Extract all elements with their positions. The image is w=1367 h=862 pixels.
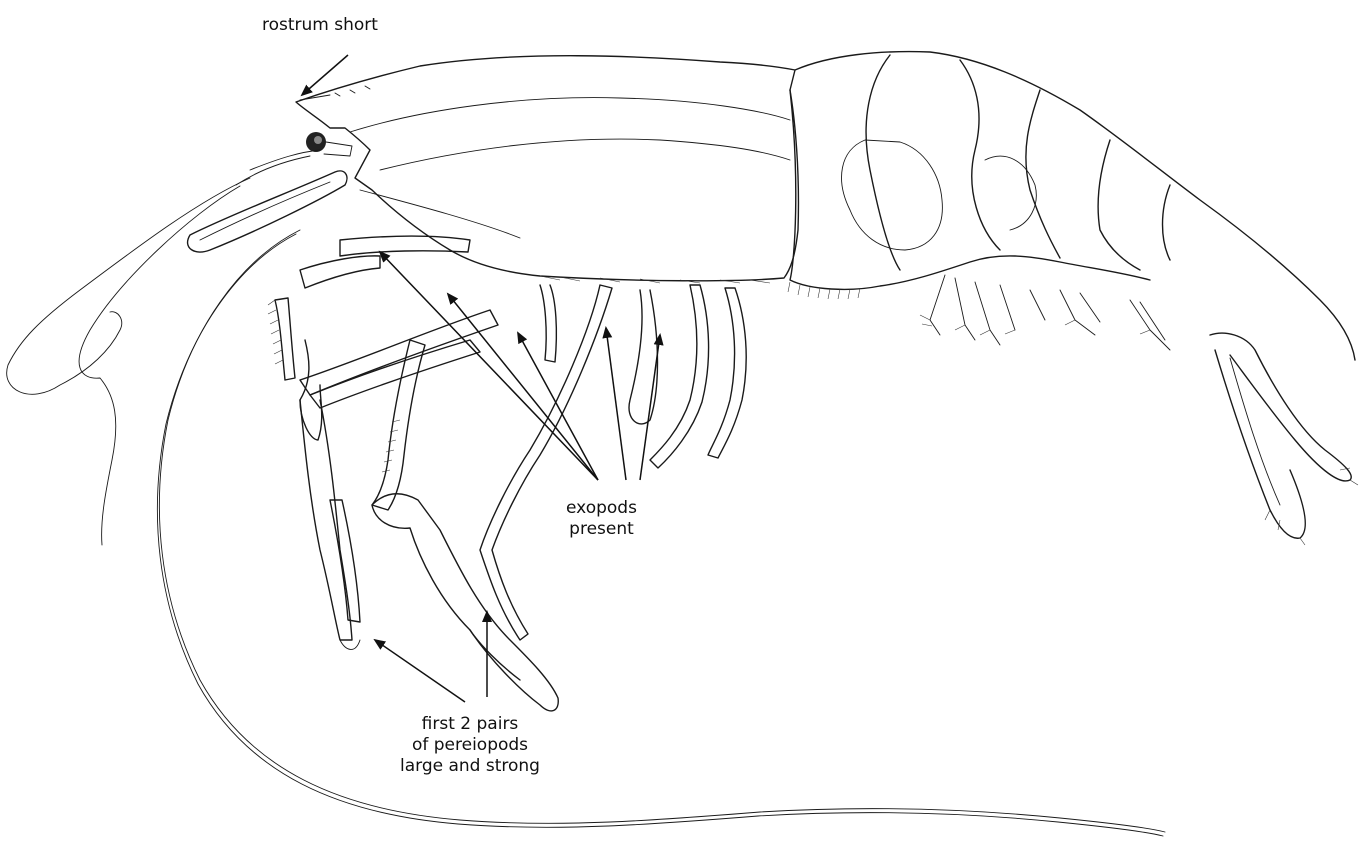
pereiopods-label-line3: large and strong [400,756,540,777]
carapace [296,56,798,283]
second-pereiopod [300,310,558,711]
antennal-scale [188,150,347,252]
pereiopod-arrow-1 [375,640,465,702]
eye [306,132,352,156]
tail-fan [1210,333,1358,545]
exopod-arrow-3 [518,333,598,480]
pleopods [920,275,1170,350]
exopod-arrow-4 [606,328,626,480]
exopod-arrow-1 [380,252,598,480]
pereiopods-label-line1: first 2 pairs [400,714,540,735]
exopods-label: exopods present [566,498,637,540]
walking-legs [480,285,746,640]
rostrum-label: rostrum short [262,15,378,36]
maxillipeds [268,236,470,380]
exopod-arrow-5 [640,335,660,480]
pereiopods-label-line2: of pereiopods [400,735,540,756]
exopods-label-line2: present [566,519,637,540]
rostrum-arrow [302,55,348,95]
pereiopods-label: first 2 pairs of pereiopods large and st… [400,714,540,777]
exopods-label-line1: exopods [566,498,637,519]
